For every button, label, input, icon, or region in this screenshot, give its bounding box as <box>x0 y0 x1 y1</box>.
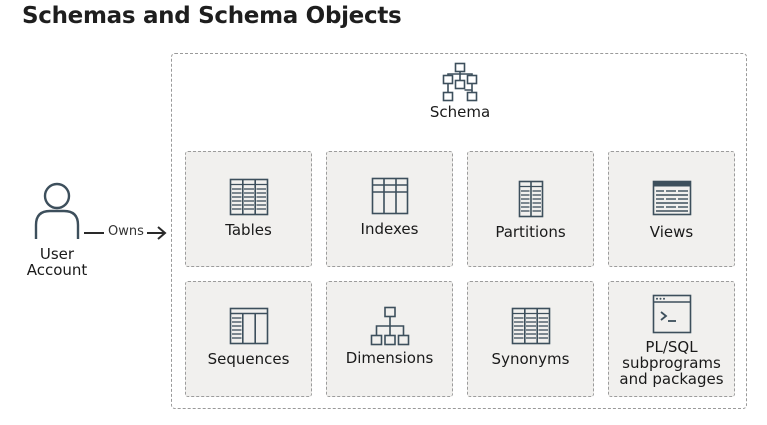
user-label-line1: User <box>39 245 75 263</box>
schema-container <box>171 53 747 409</box>
synonym-icon <box>511 307 550 345</box>
view-icon <box>652 180 691 216</box>
object-label-views: Views <box>649 223 694 241</box>
object-label-synonyms: Synonyms <box>491 350 570 368</box>
object-label-tables: Tables <box>225 221 272 239</box>
plsql-label-line1: PL/SQL <box>645 338 698 356</box>
schema-hierarchy-icon <box>442 62 478 102</box>
user-account-label: User Account <box>16 246 98 278</box>
object-box-plsql: PL/SQL subprograms and packages <box>608 281 735 397</box>
schema-label: Schema <box>429 103 491 121</box>
user-icon <box>34 182 80 239</box>
object-box-views: Views <box>608 151 735 267</box>
diagram-title: Schemas and Schema Objects <box>22 3 402 29</box>
object-label-plsql: PL/SQL subprograms and packages <box>609 339 734 387</box>
object-box-sequences: Sequences <box>185 281 312 397</box>
object-box-partitions: Partitions <box>467 151 594 267</box>
object-box-indexes: Indexes <box>326 151 453 267</box>
object-box-dimensions: Dimensions <box>326 281 453 397</box>
object-label-dimensions: Dimensions <box>345 349 434 367</box>
object-box-synonyms: Synonyms <box>467 281 594 397</box>
index-icon <box>371 177 408 215</box>
table-icon <box>229 178 268 216</box>
user-label-line2: Account <box>26 261 88 279</box>
owns-line <box>84 232 104 234</box>
object-label-partitions: Partitions <box>495 223 566 241</box>
plsql-label-line2: subprograms <box>622 354 721 372</box>
owns-connector: Owns <box>84 222 170 242</box>
object-label-indexes: Indexes <box>360 220 419 238</box>
terminal-icon <box>652 294 691 334</box>
arrow-right-icon <box>147 226 167 240</box>
owns-label: Owns <box>108 224 144 239</box>
plsql-label-line3: and packages <box>619 370 724 388</box>
sequence-icon <box>229 307 268 345</box>
dimension-icon <box>370 306 409 346</box>
object-box-tables: Tables <box>185 151 312 267</box>
partition-icon <box>518 180 543 218</box>
object-label-sequences: Sequences <box>207 350 290 368</box>
